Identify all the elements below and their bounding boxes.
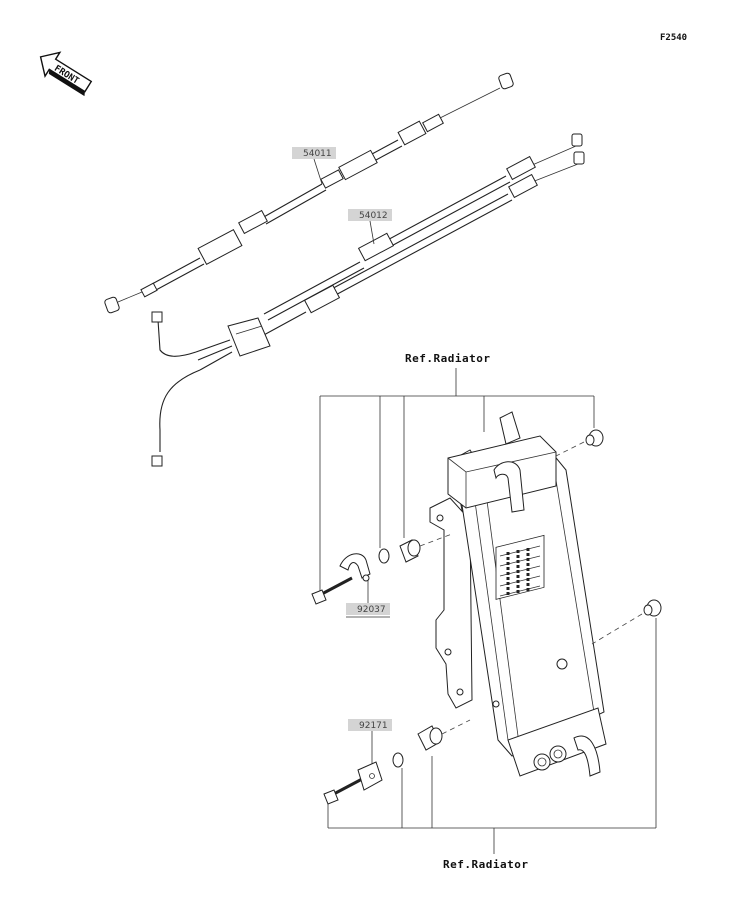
part-code-54012: 54012 [359,211,388,221]
ref-radiator-top: Ref.Radiator [405,352,490,365]
collar-top [378,548,390,564]
part-label-54012[interactable]: 54012 [348,209,392,245]
part-code-92037: 92037 [357,605,386,615]
ref-bracket-top [319,368,595,596]
part-label-92171[interactable]: 92171 [348,719,392,768]
front-arrow-icon: FRONT [39,51,93,97]
ref-radiator-bottom: Ref.Radiator [443,858,528,871]
grommet-top-right [555,429,604,457]
part-label-54011[interactable]: 54011 [292,147,336,185]
ref-bracket-bottom [327,618,657,854]
throttle-cable-lower [151,133,585,467]
collar-bottom [392,752,404,768]
part-label-92037[interactable]: 92037 [346,578,390,618]
clamp-92171 [357,761,383,791]
clamp-92037 [339,553,371,582]
radiator [429,411,607,777]
part-code-92171: 92171 [359,721,388,731]
grommet-bottom-left [417,719,471,751]
throttle-cable-upper [104,72,514,314]
bolt-bottom [323,776,365,805]
grommet-top-left [399,533,453,563]
radiator-fins [495,534,545,600]
grommet-bottom-right [591,599,662,645]
bolt-top [311,576,353,605]
figure-code: F2540 [660,33,687,43]
part-code-54011: 54011 [303,149,332,159]
